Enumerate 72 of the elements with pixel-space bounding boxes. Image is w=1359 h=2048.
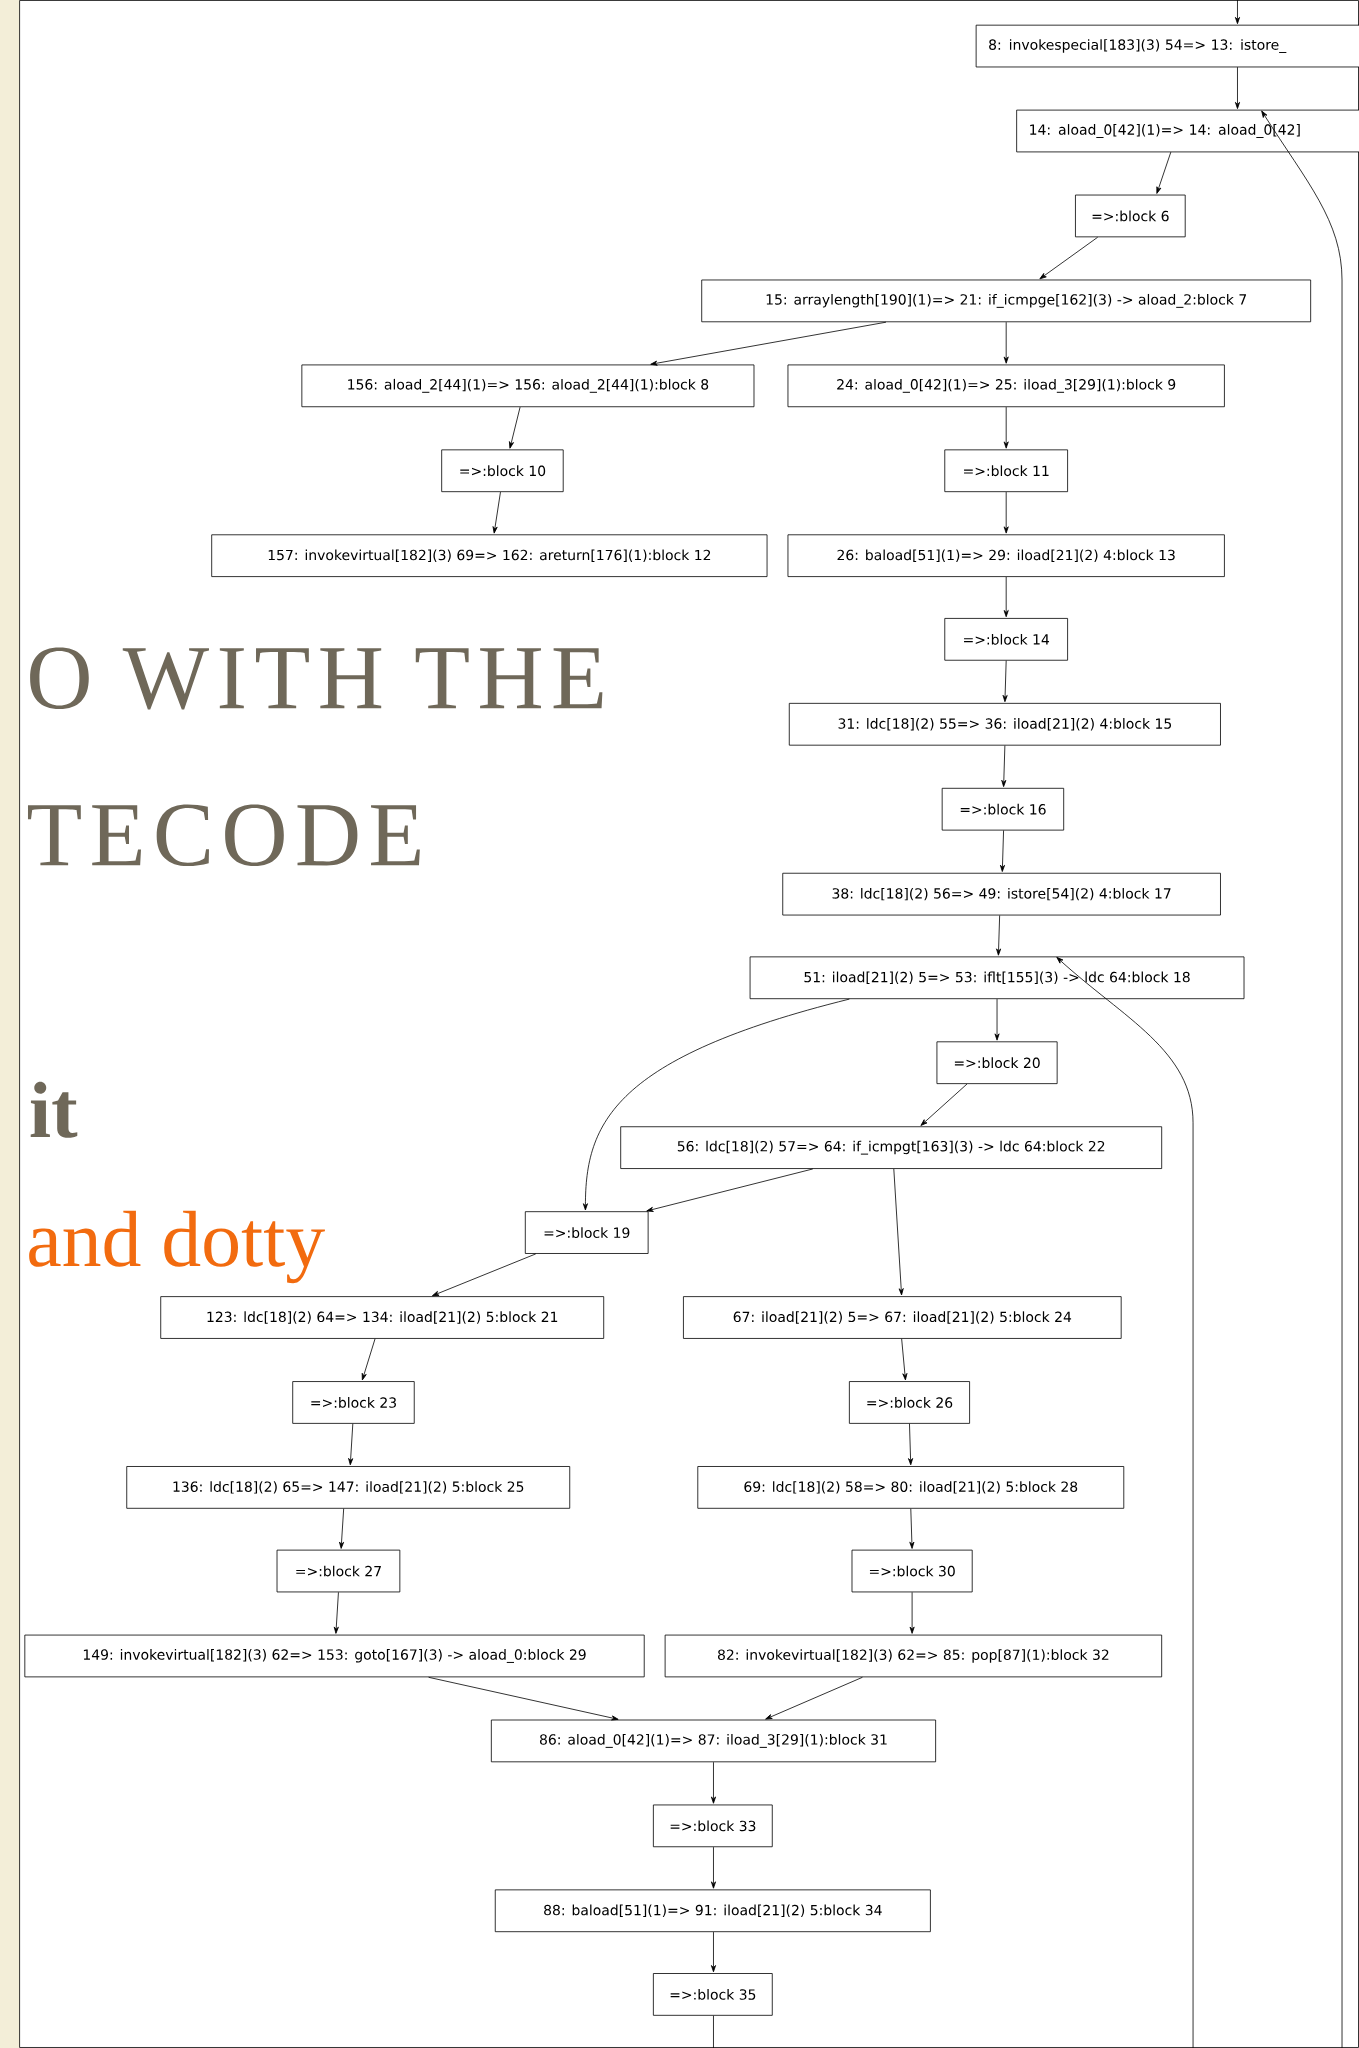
block-box: 157: invokevirtual[182](3) 69=> 162: areturn[176](1):block 12 xyxy=(211,534,768,577)
arrow xyxy=(1002,660,1008,703)
arrow xyxy=(582,998,850,1211)
arrow xyxy=(650,321,887,366)
block-box: =>:block 10 xyxy=(441,449,564,493)
block-box: 51: iload[21](2) 5=> 53: iflt[155](3) -> ldc 64:block 18 xyxy=(749,956,1245,1000)
arrow xyxy=(1003,576,1009,618)
block-box: 88: baload[51](1)=> 91: iload[21](2) 5:block 34 xyxy=(494,1889,931,1933)
arrow xyxy=(1234,0,1240,25)
block-box: =>:block 26 xyxy=(848,1381,970,1424)
arrow xyxy=(361,1338,376,1381)
arrow xyxy=(333,1591,339,1634)
block-box: 149: invokevirtual[182](3) 62=> 153: goto[167](3) -> aload_0:block 29 xyxy=(24,1634,645,1678)
block-box: 38: ldc[18](2) 56=> 49: istore[54](2) 4:block 17 xyxy=(782,872,1221,916)
arrow xyxy=(710,1931,716,1973)
block-box: 86: aload_0[42](1)=> 87: iload_3[29](1):block 31 xyxy=(490,1719,937,1763)
block-box: 82: invokevirtual[182](3) 62=> 85: pop[87](1):block 32 xyxy=(664,1634,1163,1678)
block-box: =>:block 14 xyxy=(944,618,1068,661)
arrow xyxy=(908,1423,914,1466)
arrow xyxy=(432,1253,537,1297)
arrow xyxy=(1001,745,1007,788)
block-box: 123: ldc[18](2) 64=> 134: iload[21](2) 5:block 21 xyxy=(160,1296,605,1339)
block-box: =>:block 27 xyxy=(276,1549,401,1593)
arrow xyxy=(994,998,1000,1041)
block-box: 26: baload[51](1)=> 29: iload[21](2) 4:block 13 xyxy=(787,534,1225,577)
block-box: 136: ldc[18](2) 65=> 147: iload[21](2) 5:block 25 xyxy=(126,1466,571,1509)
slide-text: it xyxy=(30,1081,78,1138)
slide-text: O WITH THE xyxy=(30,647,603,710)
block-box: 31: ldc[18](2) 55=> 36: iload[21](2) 4:block 15 xyxy=(788,702,1221,746)
slide-text: TECODE xyxy=(28,804,420,867)
arrow xyxy=(710,1846,716,1889)
arrow xyxy=(909,1508,915,1549)
arrow xyxy=(710,1761,716,1804)
arrow xyxy=(1056,956,1194,2048)
block-box: =>:block 33 xyxy=(652,1804,773,1848)
block-box: 15: arraylength[190](1)=> 21: if_icmpge[162](3) -> aload_2:block 7 xyxy=(701,279,1312,323)
arrow xyxy=(1261,110,1343,2048)
arrow xyxy=(348,1423,354,1466)
block-box: =>:block 30 xyxy=(851,1549,973,1593)
block-box: 24: aload_0[42](1)=> 25: iload_3[29](1):block 9 xyxy=(787,364,1225,408)
block-box: 14: aload_0[42](1)=> 14: aload_0[42] xyxy=(1016,109,1359,153)
arrow xyxy=(893,1168,904,1296)
block-box: 67: iload[21](2) 5=> 67: iload[21](2) 5:block 24 xyxy=(683,1296,1122,1339)
arrow xyxy=(1003,406,1009,449)
block-box: =>:block 20 xyxy=(936,1041,1058,1085)
block-box: 69: ldc[18](2) 58=> 80: iload[21](2) 5:block 28 xyxy=(697,1466,1125,1509)
arrow xyxy=(1003,321,1009,364)
arrow xyxy=(1156,151,1172,194)
arrow xyxy=(765,1676,863,1720)
block-box: =>:block 23 xyxy=(292,1381,415,1424)
arrow xyxy=(509,406,521,449)
block-box: =>:block 16 xyxy=(941,787,1065,831)
arrow xyxy=(1039,236,1099,280)
arrow xyxy=(492,491,501,534)
arrow xyxy=(920,1083,968,1126)
arrow xyxy=(909,1591,915,1634)
block-box: 156: aload_2[44](1)=> 156: aload_2[44](1):block 8 xyxy=(301,364,755,408)
block-box: =>:block 35 xyxy=(652,1973,773,2016)
arrow xyxy=(1003,491,1009,534)
arrow xyxy=(339,1508,345,1549)
arrow xyxy=(901,1338,908,1381)
arrow xyxy=(996,915,1002,956)
block-box: 56: ldc[18](2) 57=> 64: if_icmpgt[163](3) -> ldc 64:block 22 xyxy=(620,1126,1163,1169)
arrow xyxy=(999,830,1005,872)
slide-text: and dotty xyxy=(29,1210,325,1284)
block-box: =>:block 6 xyxy=(1075,194,1186,238)
arrow xyxy=(1234,66,1240,110)
block-box: 8: invokespecial[183](3) 54=> 13: istore_ xyxy=(975,24,1359,68)
block-box: =>:block 11 xyxy=(944,449,1068,493)
arrow xyxy=(646,1168,814,1212)
block-box: =>:block 19 xyxy=(524,1211,649,1254)
arrow xyxy=(428,1676,619,1721)
